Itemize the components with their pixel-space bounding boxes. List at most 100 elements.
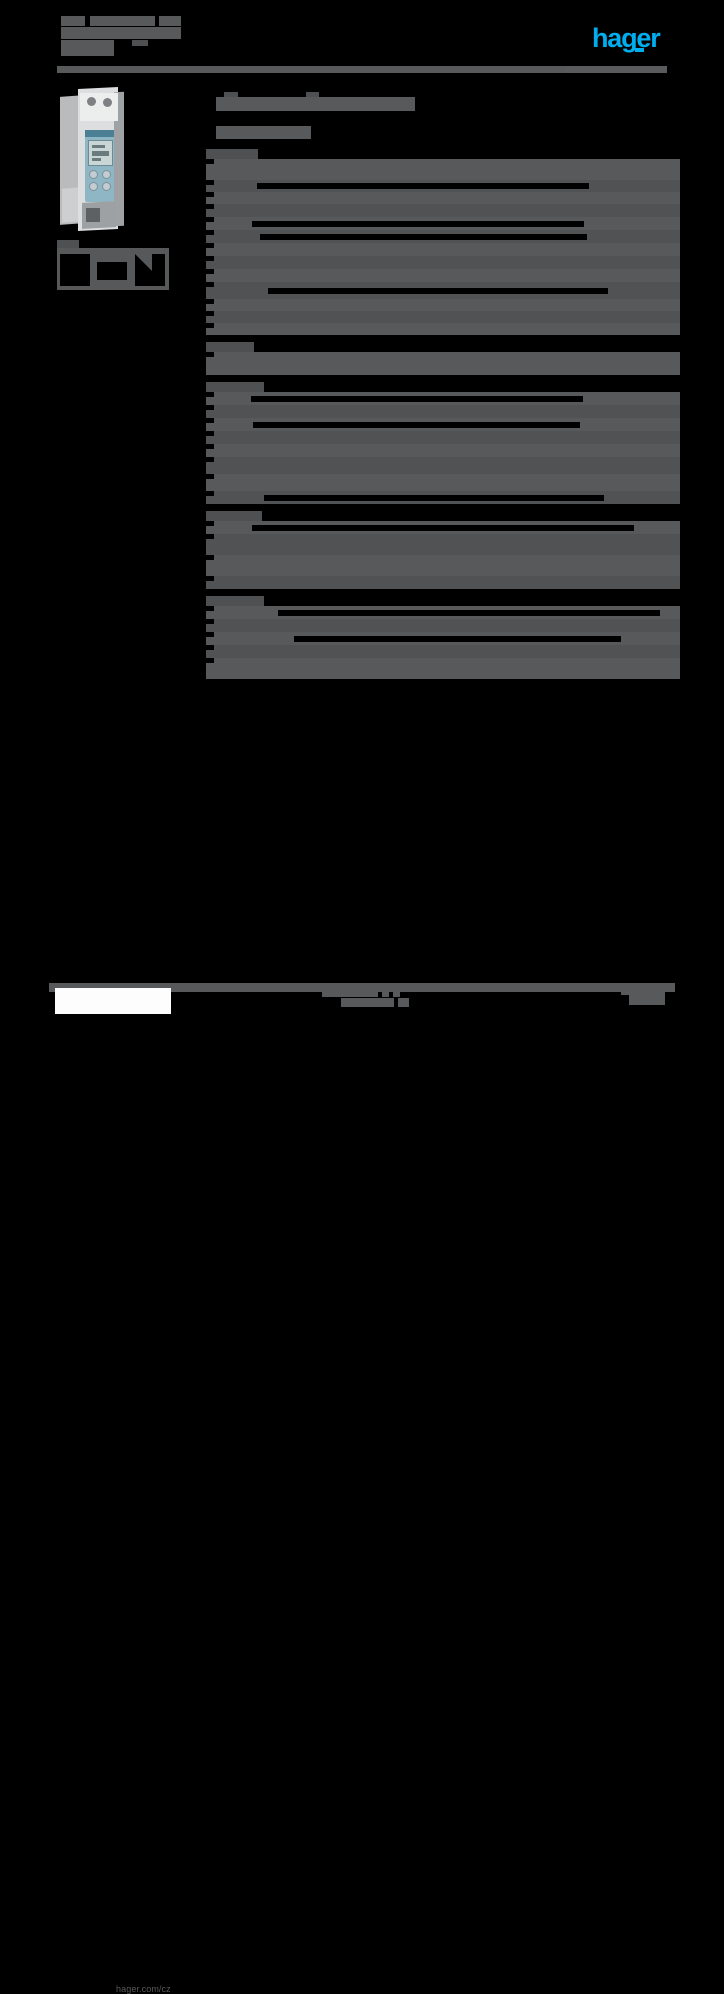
spec-group-body: [206, 352, 680, 375]
spec-group-spacer: [206, 375, 680, 382]
table-row: [206, 576, 680, 589]
table-row: [206, 474, 680, 491]
table-row: [206, 555, 680, 576]
footer-center-line-2: [341, 998, 394, 1007]
row-label-gap: [206, 282, 214, 287]
device-button-icon: [102, 182, 111, 191]
hager-wordmark: hager: [592, 23, 661, 53]
footer-page-bar-top: [621, 986, 665, 995]
row-label-gap: [206, 534, 214, 539]
table-row: [206, 180, 680, 192]
spec-group-label: [206, 596, 264, 606]
row-label-and-value: [206, 457, 680, 474]
spec-rows-host: [206, 149, 680, 679]
row-label-gap: [206, 632, 214, 637]
table-row: [206, 192, 680, 204]
diagram-wiring-box: [97, 262, 127, 280]
table-row: [206, 282, 680, 299]
table-row: [206, 658, 680, 679]
diagram-corner-cut: [135, 254, 152, 271]
spec-group-body: [206, 606, 680, 679]
row-label-gap: [206, 491, 214, 496]
row-label-gap: [206, 418, 214, 423]
row-label-gap: [206, 311, 214, 316]
terminal-screw-icon: [103, 98, 112, 107]
doc-title-line-1c: [159, 16, 181, 26]
spec-group-label: [206, 149, 258, 159]
table-row: [206, 405, 680, 418]
spec-group-body: [206, 392, 680, 504]
device-lower-screw: [86, 208, 100, 222]
footer-page-number: [621, 986, 677, 1008]
table-row: [206, 256, 680, 269]
row-label-gap: [206, 576, 214, 581]
table-row: [206, 323, 680, 335]
table-row: [206, 457, 680, 474]
footer-url-box[interactable]: hager.com/cz: [55, 988, 171, 1994]
spec-group-header: [206, 342, 680, 352]
row-label-gap: [206, 521, 214, 526]
row-value-rule: [268, 288, 608, 294]
row-value-rule: [252, 221, 584, 227]
row-value-rule: [253, 422, 580, 428]
device-terminal-block: [80, 93, 118, 121]
row-label-gap: [206, 658, 214, 663]
table-row: [206, 243, 680, 256]
product-photo: [58, 86, 133, 233]
row-label-gap: [206, 392, 214, 397]
header-divider-right: [565, 66, 667, 73]
row-label-gap: [206, 243, 214, 248]
table-row: [206, 311, 680, 323]
row-label-gap: [206, 405, 214, 410]
row-value-rule: [251, 396, 583, 402]
table-row: [206, 431, 680, 444]
document-title: [61, 16, 181, 56]
row-value-rule: [252, 525, 634, 531]
row-label-gap: [206, 230, 214, 235]
row-label-gap: [206, 555, 214, 560]
device-button-icon: [89, 170, 98, 179]
row-label-and-value: [206, 192, 680, 204]
row-label-and-value: [206, 619, 680, 632]
spec-group-header: [206, 149, 680, 159]
spec-group-label: [206, 382, 264, 392]
footer-url[interactable]: hager.com/cz: [116, 1984, 171, 1994]
diagram-dimension-box: [60, 254, 90, 286]
spec-group-header: [206, 511, 680, 521]
table-row: [206, 269, 680, 282]
doc-title-line-3b: [132, 40, 148, 46]
hager-logo: hager: [592, 25, 674, 52]
row-label-gap: [206, 606, 214, 611]
footer-divider: [49, 983, 675, 992]
row-label-gap: [206, 444, 214, 449]
header-divider: [57, 66, 667, 73]
doc-title-line-2: [61, 27, 181, 39]
hager-logo-dot: [635, 48, 644, 52]
table-row: [206, 632, 680, 645]
row-label-gap: [206, 323, 214, 328]
row-label-and-value: [206, 311, 680, 323]
page-header: hager: [0, 0, 724, 80]
spec-group-header: [206, 596, 680, 606]
row-label-gap: [206, 352, 214, 357]
doc-title-line-1b: [90, 16, 155, 26]
row-label-gap: [206, 192, 214, 197]
row-label-gap: [206, 204, 214, 209]
spec-group-spacer: [206, 589, 680, 596]
device-button-icon: [89, 182, 98, 191]
row-label-and-value: [206, 534, 680, 555]
table-row: [206, 534, 680, 555]
spec-group-body: [206, 159, 680, 335]
table-row: [206, 619, 680, 632]
footer-center-text: [322, 988, 432, 1014]
row-value-rule: [264, 495, 604, 501]
footer-page-bar-bottom: [629, 995, 665, 1005]
page-title-tick-b: [306, 92, 319, 97]
row-label-and-value: [206, 576, 680, 589]
row-label-gap: [206, 645, 214, 650]
table-row: [206, 491, 680, 504]
row-label-and-value: [206, 555, 680, 576]
device-panel-header: [85, 130, 114, 137]
page-footer: [0, 978, 724, 1024]
footer-center-line-1: [322, 988, 378, 997]
